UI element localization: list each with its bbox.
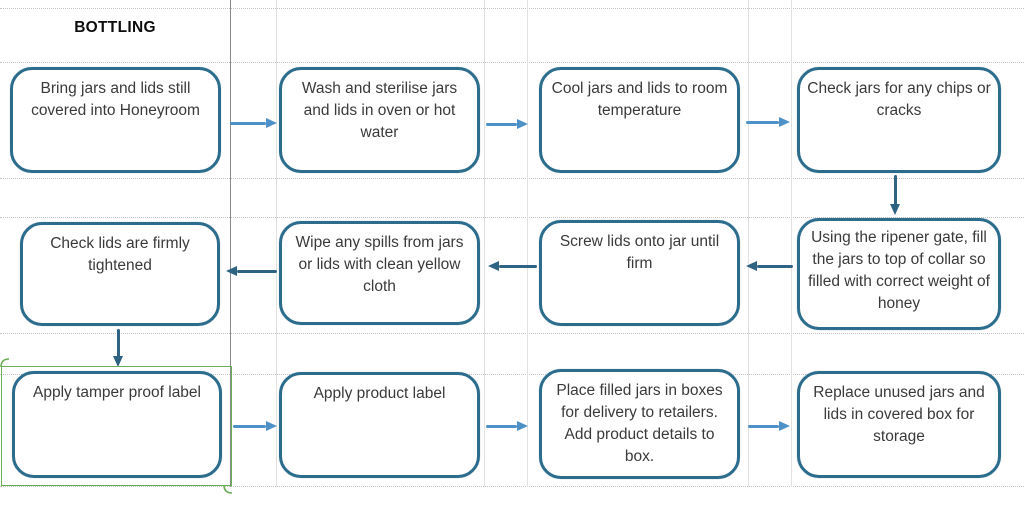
flow-box-ripener-gate[interactable]: Using the ripener gate, fill the jars to… bbox=[797, 218, 1001, 330]
gridline-vertical bbox=[484, 0, 485, 487]
flow-box-replace-unused[interactable]: Replace unused jars and lids in covered … bbox=[797, 371, 1001, 478]
gridline-vertical bbox=[791, 0, 792, 487]
flow-box-check-jars[interactable]: Check jars for any chips or cracks bbox=[797, 67, 1001, 173]
flow-box-wash-sterilise[interactable]: Wash and sterilise jars and lids in oven… bbox=[279, 67, 480, 173]
gridline-vertical bbox=[748, 0, 749, 487]
gridline-horizontal bbox=[0, 178, 1024, 179]
gridline-horizontal bbox=[0, 333, 1024, 334]
flow-box-screw-lids[interactable]: Screw lids onto jar until firm bbox=[539, 220, 740, 326]
gridline-horizontal bbox=[0, 486, 1024, 487]
gridline-vertical bbox=[276, 0, 277, 487]
flow-box-check-lids[interactable]: Check lids are firmly tightened bbox=[20, 222, 220, 326]
gridline-horizontal bbox=[0, 62, 1024, 63]
flow-box-wipe-spills[interactable]: Wipe any spills from jars or lids with c… bbox=[279, 221, 480, 325]
selection-handle[interactable] bbox=[0, 358, 10, 368]
flow-box-place-in-boxes[interactable]: Place filled jars in boxes for delivery … bbox=[539, 369, 740, 479]
gridline-vertical bbox=[527, 0, 528, 487]
flow-box-bring-jars[interactable]: Bring jars and lids still covered into H… bbox=[10, 67, 221, 173]
gridline-horizontal bbox=[0, 374, 1024, 375]
flow-box-cool-jars[interactable]: Cool jars and lids to room temperature bbox=[539, 67, 740, 173]
gridline-vertical-dark bbox=[230, 0, 231, 487]
gridline-horizontal bbox=[0, 217, 1024, 218]
sheet-title: BOTTLING bbox=[74, 19, 156, 36]
gridline-horizontal bbox=[0, 8, 1024, 9]
flow-box-product-label[interactable]: Apply product label bbox=[279, 372, 480, 478]
flow-box-tamper-label[interactable]: Apply tamper proof label bbox=[12, 371, 222, 478]
